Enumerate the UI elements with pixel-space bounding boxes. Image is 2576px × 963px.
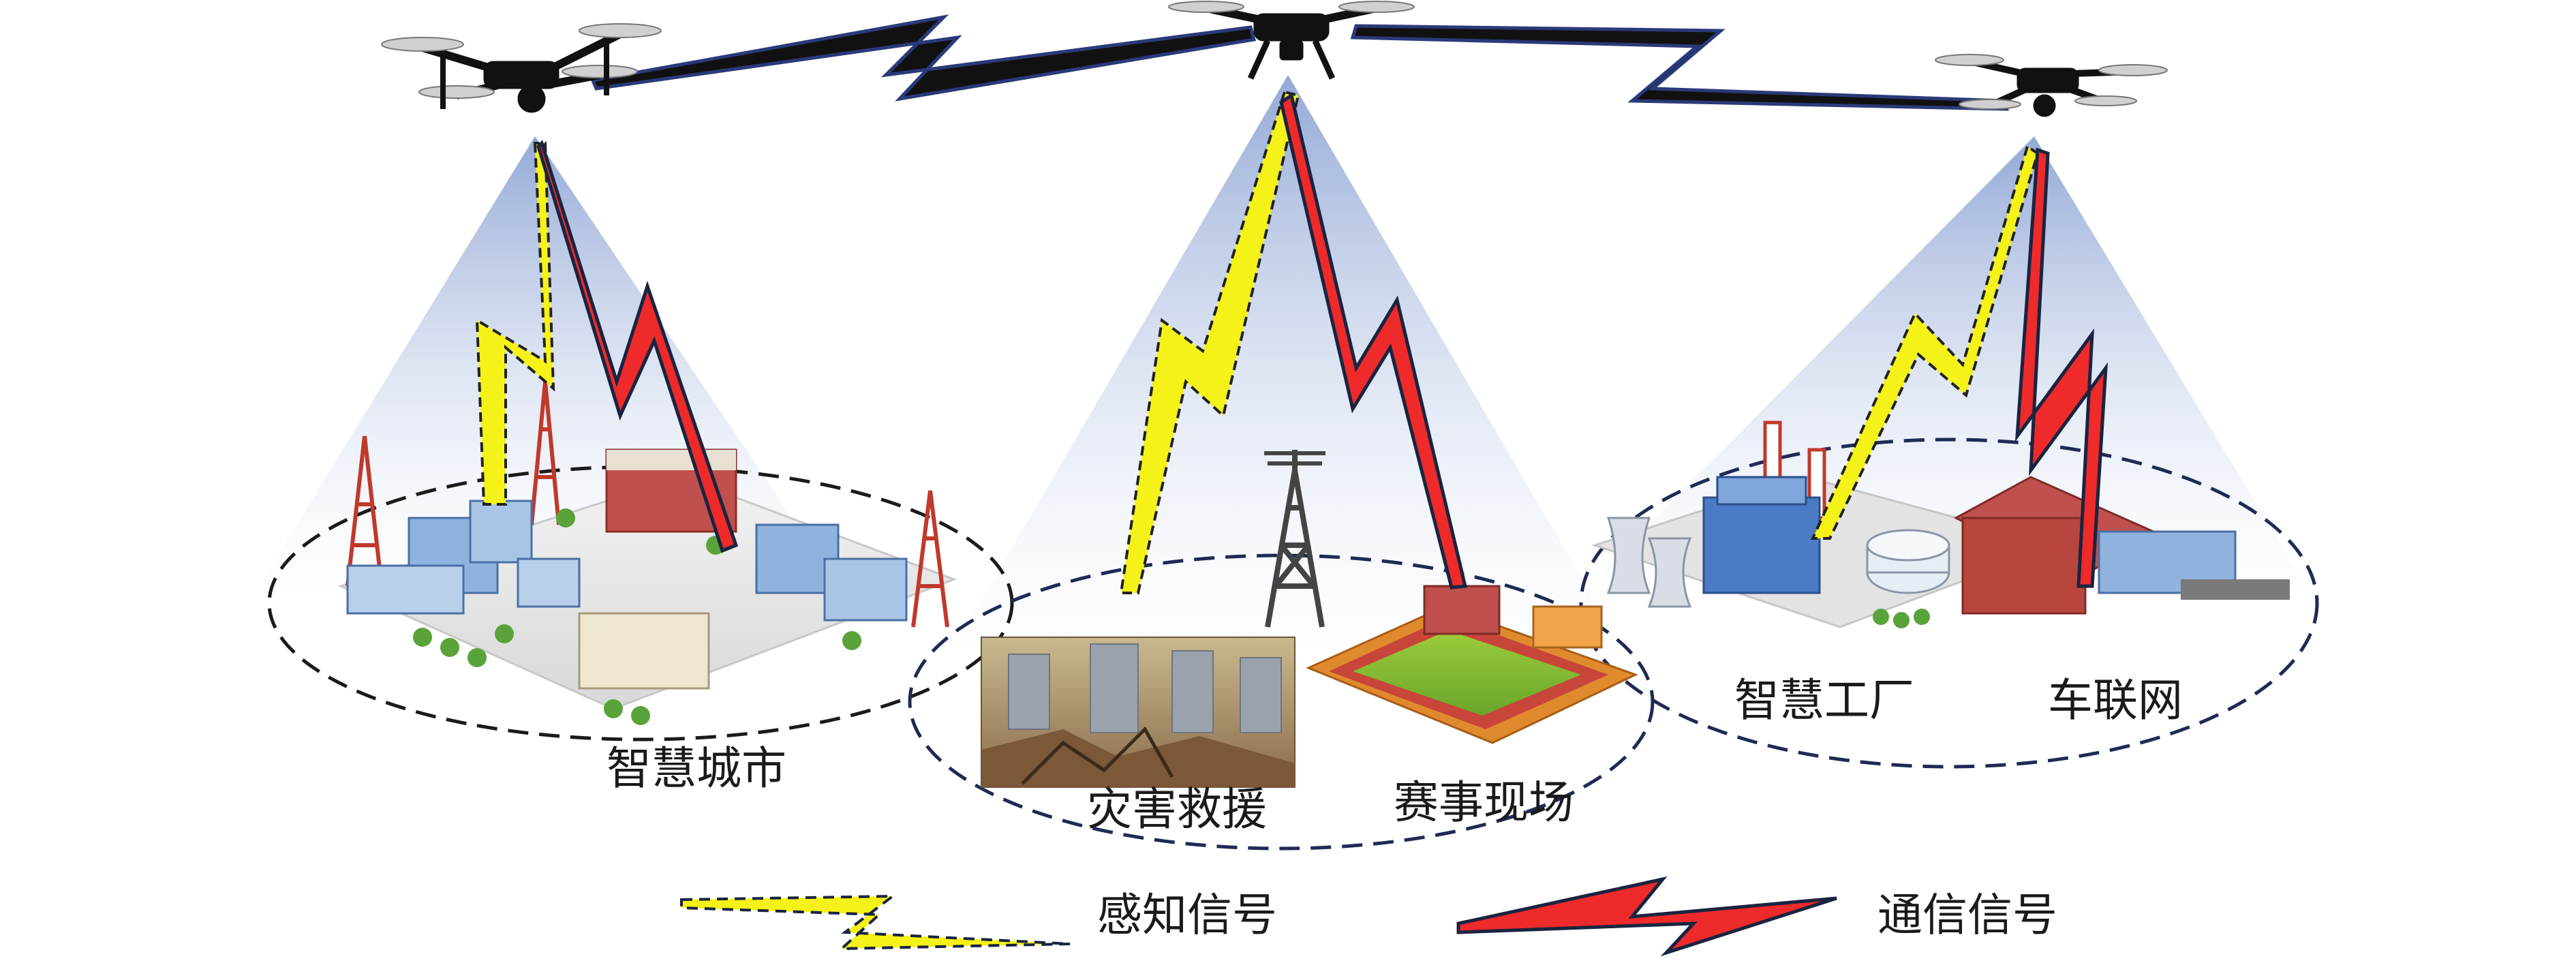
ellipse-right (1579, 438, 2319, 769)
beam-center (954, 75, 1622, 647)
communication-signal-bolt (2014, 147, 2109, 588)
uav-right (1935, 54, 2168, 117)
uav-link-center-right (1350, 24, 2009, 111)
legend-communication-label: 通信信号 (1877, 889, 2057, 941)
communication-signals (536, 92, 2109, 590)
label-smart-factory: 智慧工厂 (1734, 674, 1914, 727)
label-event-site: 赛事现场 (1394, 776, 1574, 829)
legend-communication: 通信信号 (1456, 876, 2057, 957)
smart-city-scene (337, 381, 957, 725)
uav-left (381, 23, 662, 113)
label-smart-city: 智慧城市 (607, 742, 786, 795)
legend-sensing-bolt-icon (680, 894, 1071, 951)
legend-sensing-label: 感知信号 (1097, 889, 1277, 941)
tree-icons (413, 508, 861, 725)
communication-signal-bolt (536, 140, 739, 553)
drone-icon (381, 23, 662, 113)
cell-tower-icon (346, 381, 949, 628)
sensing-signal-bolt (1810, 144, 2040, 540)
uav-center (1168, 1, 1415, 80)
drone-icon (1168, 1, 1415, 80)
factory-iov-scene (1591, 421, 2290, 628)
disaster-rescue-scene (981, 637, 1295, 788)
sensing-signals (475, 90, 2040, 594)
legend-communication-bolt-icon (1456, 876, 1837, 957)
uav-links (590, 14, 2009, 111)
communication-signal-bolt (1279, 92, 1468, 590)
uav-link-left-center (590, 14, 1257, 102)
center-cell-tower-icon (1264, 450, 1325, 628)
label-iov: 车联网 (2048, 674, 2183, 727)
sensing-signal-bolt (1119, 90, 1300, 594)
city-buildings (346, 448, 908, 690)
legend-sensing: 感知信号 (680, 889, 1277, 951)
cooling-tower-icons (1606, 517, 1692, 608)
event-site-scene (1306, 585, 1638, 744)
legend: 感知信号 通信信号 (680, 876, 2057, 957)
label-disaster-rescue: 灾害救援 (1087, 783, 1267, 836)
sensing-signal-bolt (475, 142, 555, 506)
drone-icon (1935, 54, 2168, 117)
